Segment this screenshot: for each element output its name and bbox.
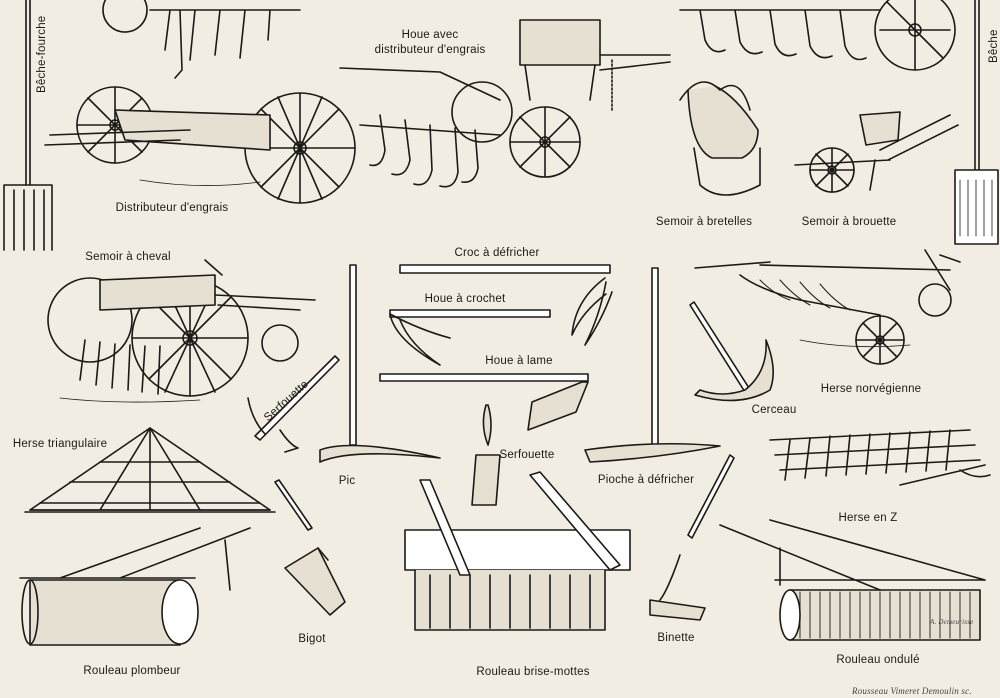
beche-fourche-drawing: [3, 0, 53, 251]
label-rouleau-brise: Rouleau brise-mottes: [476, 666, 590, 678]
label-distributeur: Distributeur d'engrais: [115, 202, 229, 214]
houe-crochet-drawing: [389, 309, 551, 366]
label-houe-distributeur: Houe avec distributeur d'engrais: [374, 29, 486, 56]
serfouette-2-drawing: [471, 404, 501, 506]
label-beche-fourche: Bêche-fourche: [36, 15, 48, 93]
croc-drawing: [399, 264, 613, 346]
rouleau-ondule-drawing: [719, 519, 986, 641]
label-semoir-bretelles: Semoir à bretelles: [655, 216, 753, 228]
top-right-cultivator-drawing: [679, 0, 956, 71]
label-croc: Croc à défricher: [454, 247, 540, 259]
label-rouleau-ondule: Rouleau ondulé: [836, 654, 920, 666]
engraver-credit: Rousseau Vimeret Demoulin sc.: [852, 686, 972, 696]
pioche-drawing: [584, 267, 721, 463]
semoir-brouette-drawing: [794, 111, 959, 193]
herse-norvegienne-drawing: [694, 249, 961, 365]
cerceau-drawing: [689, 301, 774, 402]
label-cerceau: Cerceau: [751, 404, 797, 416]
label-serfouette-2: Serfouette: [499, 449, 555, 461]
label-pic: Pic: [338, 475, 356, 487]
binette-drawing: [649, 454, 735, 621]
distributeur-drawing: [44, 86, 356, 204]
serfouette-1-drawing: [247, 355, 340, 453]
bigot-drawing: [274, 479, 346, 616]
label-rouleau-plombeur: Rouleau plombeur: [83, 665, 181, 677]
label-beche: Bêche: [988, 29, 1000, 63]
label-semoir-brouette: Semoir à brouette: [801, 216, 897, 228]
label-herse-norvegienne: Herse norvégienne: [820, 383, 922, 395]
pic-drawing: [319, 264, 441, 463]
label-herse-z: Herse en Z: [838, 512, 898, 524]
semoir-cheval-drawing: [47, 259, 316, 403]
label-houe-crochet: Houe à crochet: [424, 293, 506, 305]
label-binette: Binette: [657, 632, 695, 644]
signature: A. Demeurisse: [930, 618, 974, 626]
beche-drawing: [954, 0, 999, 245]
rouleau-brise-drawing: [404, 471, 631, 631]
houe-distributeur-drawing: [339, 19, 671, 188]
label-bigot: Bigot: [298, 633, 326, 645]
rouleau-plombeur-drawing: [19, 527, 251, 646]
semoir-bretelles-drawing: [679, 81, 761, 196]
label-houe-lame: Houe à lame: [485, 355, 553, 367]
label-pioche: Pioche à défricher: [597, 474, 695, 486]
label-semoir-cheval: Semoir à cheval: [85, 251, 171, 263]
label-herse-triangulaire: Herse triangulaire: [12, 438, 108, 450]
houe-lame-drawing: [379, 373, 589, 431]
top-left-cultivator-drawing: [102, 0, 301, 79]
herse-z-drawing: [769, 429, 991, 486]
herse-triangulaire-drawing: [24, 427, 276, 513]
